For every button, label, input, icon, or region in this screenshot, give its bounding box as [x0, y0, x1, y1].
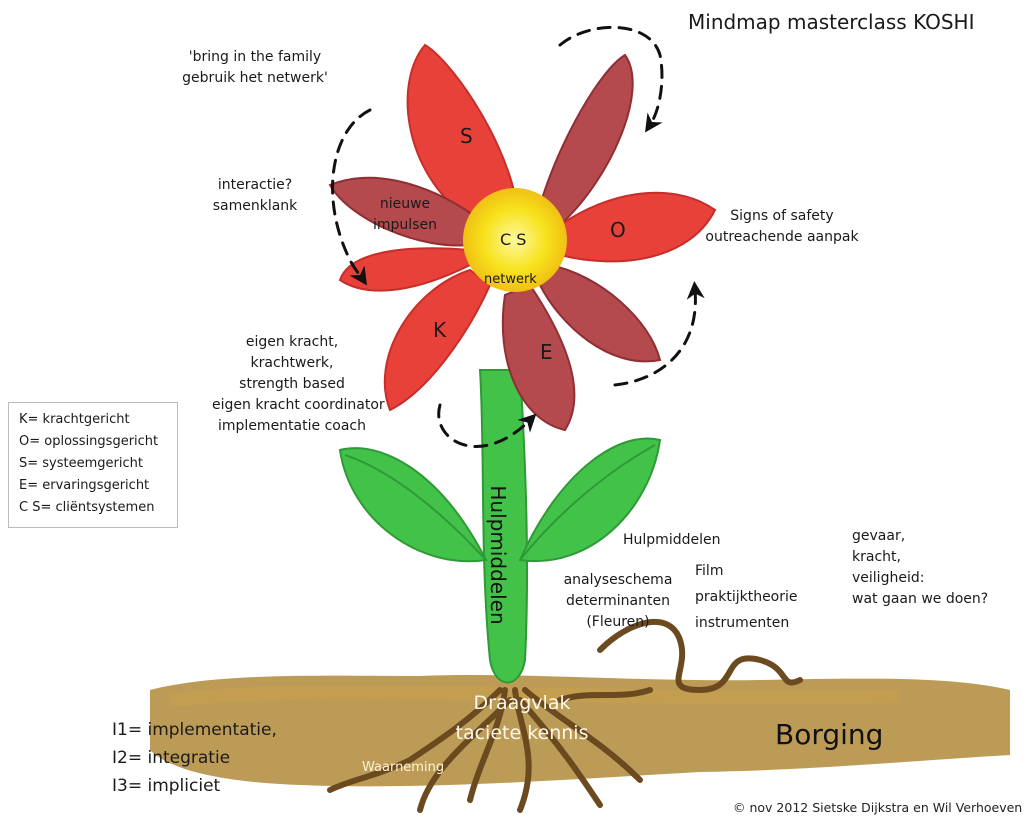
petal-label-nieuwe-impulsen: nieuwe impulsen	[360, 194, 450, 236]
center-label-netwerk: netwerk	[484, 272, 537, 287]
copyright-note: © nov 2012 Sietske Dijkstra en Wil Verho…	[733, 800, 1022, 815]
annotation-interaction: interactie? samenklank	[210, 175, 300, 217]
ilist-item: I2= integratie	[112, 744, 277, 772]
legend-box: K= krachtgericht O= oplossingsgericht S=…	[8, 402, 178, 528]
petal-label-e: E	[540, 340, 553, 364]
stem-label: Hulpmiddelen	[486, 485, 510, 624]
leaf-left	[340, 448, 486, 561]
page-title: Mindmap masterclass KOSHI	[688, 10, 974, 34]
annotation-film: Film praktijktheorie instrumenten	[695, 558, 798, 636]
ilist-item: I1= implementatie,	[112, 716, 277, 744]
waarneming-label: Waarneming	[362, 760, 444, 775]
petal-label-k: K	[433, 318, 446, 342]
annotation-hulpmiddelen-heading: Hulpmiddelen	[623, 530, 720, 551]
legend-item: E= ervaringsgericht	[19, 475, 167, 497]
center-label-cs: C S	[500, 230, 526, 249]
petal-label-o: O	[610, 218, 626, 242]
annotation-family: 'bring in the family gebruik het netwerk…	[175, 47, 335, 89]
legend-item: C S= cliëntsystemen	[19, 497, 167, 519]
legend-item: K= krachtgericht	[19, 409, 167, 431]
draagvlak-label: Draagvlak taciete kennis	[432, 688, 612, 748]
annotation-safety: Signs of safety outreachende aanpak	[702, 206, 862, 248]
borging-label: Borging	[775, 718, 883, 751]
petal-label-s: S	[460, 124, 473, 148]
petal-o	[560, 193, 715, 262]
legend-item: O= oplossingsgericht	[19, 431, 167, 453]
ilist-item: I3= impliciet	[112, 772, 277, 800]
annotation-danger: gevaar, kracht, veiligheid: wat gaan we …	[852, 526, 988, 610]
implementation-list: I1= implementatie, I2= integratie I3= im…	[112, 716, 277, 800]
annotation-strength: eigen kracht, krachtwerk, strength based…	[212, 332, 372, 437]
annotation-analyse: analyseschema determinanten (Fleuren)	[558, 570, 678, 633]
legend-item: S= systeemgericht	[19, 453, 167, 475]
